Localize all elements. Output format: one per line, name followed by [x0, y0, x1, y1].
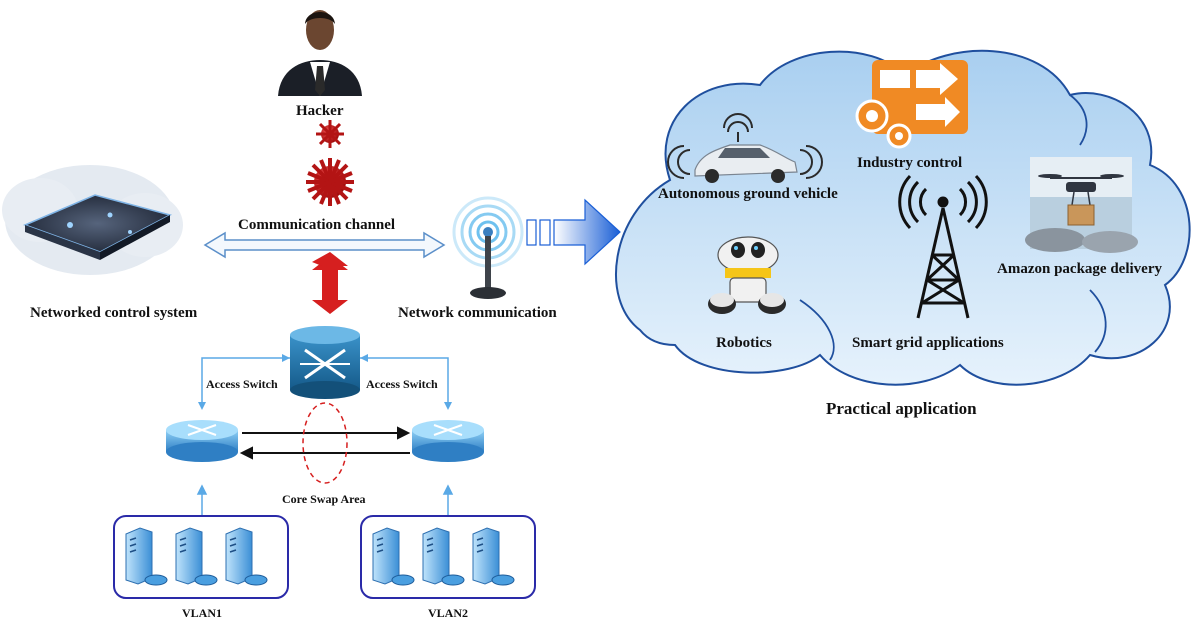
vlan1-box	[113, 515, 289, 599]
hacker-label: Hacker	[296, 103, 344, 119]
nc-system-icon	[2, 165, 183, 275]
attack-vertical-arrow	[312, 252, 348, 314]
server-icon	[225, 527, 268, 586]
core-swap-ellipse	[302, 402, 348, 484]
router-icon-right	[412, 420, 484, 462]
virus-icon-large	[306, 158, 354, 206]
core-switch-icon	[290, 326, 360, 399]
hacker-icon	[278, 10, 362, 96]
antenna-icon	[452, 196, 524, 299]
network-communication-label: Network communication	[398, 305, 557, 321]
server-icon	[175, 527, 218, 586]
industry-icon	[855, 60, 968, 149]
car-icon	[667, 113, 823, 183]
access-switch-right-label: Access Switch	[366, 377, 438, 391]
server-icon	[125, 527, 168, 586]
core-swap-arrows	[239, 426, 411, 460]
access-links	[201, 357, 449, 408]
vlan2-label: VLAN2	[428, 606, 469, 620]
drone-icon	[1025, 157, 1138, 253]
robotics-label: Robotics	[716, 335, 772, 351]
tower-icon	[898, 174, 988, 319]
access-switch-left-label: Access Switch	[206, 377, 278, 391]
router-icon-left	[166, 420, 238, 462]
practical-application-label: Practical application	[826, 399, 977, 418]
channel-double-arrow	[203, 231, 446, 259]
server-icon	[422, 527, 465, 586]
communication-channel-label: Communication channel	[238, 217, 396, 233]
big-right-arrow	[526, 198, 621, 266]
server-icon	[372, 527, 415, 586]
server-icon	[472, 527, 515, 586]
virus-icon-small	[316, 120, 344, 148]
autonomous-vehicle-label: Autonomous ground vehicle	[658, 186, 838, 202]
vlan2-box	[360, 515, 536, 599]
smart-grid-label: Smart grid applications	[852, 335, 1004, 351]
networked-control-system-label: Networked control system	[30, 305, 198, 321]
core-swap-area-label: Core Swap Area	[282, 492, 366, 506]
industry-control-label: Industry control	[857, 155, 963, 171]
vlan1-label: VLAN1	[182, 606, 223, 620]
amazon-delivery-label: Amazon package delivery	[997, 261, 1162, 277]
robot-icon	[708, 236, 786, 314]
